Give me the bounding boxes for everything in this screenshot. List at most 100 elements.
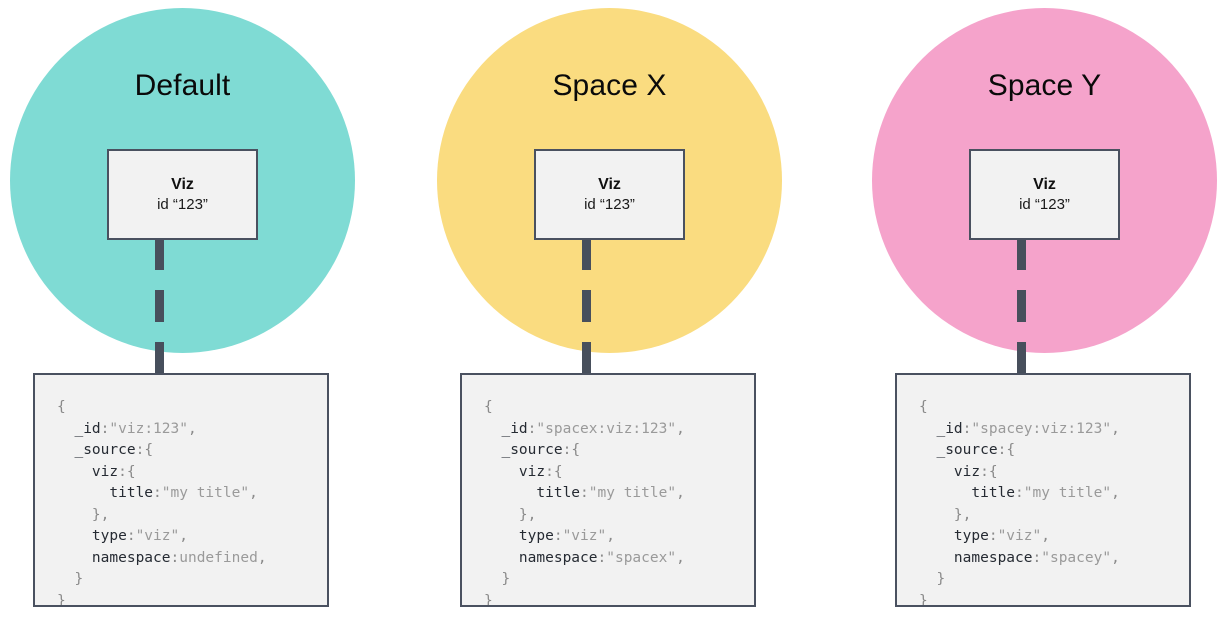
code-token: "my title" bbox=[161, 485, 250, 501]
code-token: title bbox=[109, 485, 154, 501]
code-token: : bbox=[597, 549, 607, 566]
code-token: type bbox=[91, 528, 127, 544]
code-token: , bbox=[606, 528, 615, 544]
viz-node-title: Viz bbox=[1033, 176, 1056, 193]
code-token: undefined bbox=[179, 549, 258, 566]
diagram-column-default: Default Viz id “123” { _id:"viz:123", _s… bbox=[0, 0, 387, 622]
dashed-connector-spacey bbox=[1017, 238, 1026, 378]
code-token: _source bbox=[501, 442, 563, 458]
code-token: viz bbox=[91, 463, 119, 480]
code-token: : bbox=[545, 463, 554, 480]
code-token: , bbox=[1111, 485, 1120, 501]
code-token: "my title" bbox=[588, 485, 677, 501]
code-token: "viz" bbox=[562, 528, 607, 544]
diagram-column-spacex: Space X Viz id “123” { _id:"spacex:viz:1… bbox=[404, 0, 814, 622]
code-line: namespace:"spacex", bbox=[484, 548, 754, 570]
diagram-column-spacey: Space Y Viz id “123” { _id:"spacey:viz:1… bbox=[839, 0, 1228, 622]
code-line: _id:"spacex:viz:123", bbox=[484, 419, 754, 441]
code-token: , bbox=[1111, 549, 1120, 566]
code-token: : bbox=[100, 420, 110, 437]
code-token: , bbox=[676, 420, 685, 437]
code-line: } bbox=[57, 569, 327, 591]
code-token: { bbox=[988, 463, 998, 480]
code-token: "spacey" bbox=[1041, 549, 1112, 566]
code-token: } bbox=[919, 592, 928, 607]
code-token: namespace bbox=[91, 549, 171, 566]
code-token: , bbox=[962, 506, 972, 523]
code-token: "spacex:viz:123" bbox=[536, 420, 677, 437]
code-token: { bbox=[1006, 442, 1016, 458]
code-token: : bbox=[980, 463, 989, 480]
code-token: : bbox=[997, 442, 1007, 458]
code-token: : bbox=[962, 420, 972, 437]
space-label-spacey: Space Y bbox=[987, 69, 1102, 102]
code-line: viz:{ bbox=[57, 462, 327, 484]
code-token: _id bbox=[936, 420, 963, 437]
code-line: title:"my title", bbox=[484, 483, 754, 505]
code-token: : bbox=[988, 528, 998, 544]
code-token: , bbox=[1041, 528, 1050, 544]
viz-node-spacey[interactable]: Viz id “123” bbox=[969, 149, 1120, 240]
code-token: "viz:123" bbox=[109, 420, 188, 437]
code-token: : bbox=[153, 485, 162, 501]
code-token: title bbox=[536, 485, 581, 501]
dashed-connector-spacex bbox=[582, 238, 591, 378]
code-line: viz:{ bbox=[919, 462, 1189, 484]
document-json-spacex: { _id:"spacex:viz:123", _source:{ viz:{ … bbox=[460, 373, 756, 607]
code-token: _id bbox=[501, 420, 528, 437]
code-token: , bbox=[179, 528, 188, 544]
code-token: , bbox=[100, 506, 110, 523]
code-token: , bbox=[527, 506, 537, 523]
code-line: }, bbox=[919, 505, 1189, 527]
code-token: type bbox=[953, 528, 989, 544]
code-token: type bbox=[518, 528, 554, 544]
code-token: _id bbox=[74, 420, 101, 437]
code-line: { bbox=[919, 397, 1189, 419]
code-line: title:"my title", bbox=[57, 483, 327, 505]
viz-node-title: Viz bbox=[171, 176, 194, 193]
code-token: , bbox=[676, 549, 685, 566]
code-line: } bbox=[57, 591, 327, 607]
viz-node-id: id “123” bbox=[584, 196, 635, 213]
code-token: "viz" bbox=[135, 528, 180, 544]
viz-node-title: Viz bbox=[598, 176, 621, 193]
code-line: } bbox=[484, 591, 754, 607]
code-token: } bbox=[484, 592, 493, 607]
code-token: } bbox=[518, 506, 528, 523]
viz-node-default[interactable]: Viz id “123” bbox=[107, 149, 258, 240]
viz-node-spacex[interactable]: Viz id “123” bbox=[534, 149, 685, 240]
code-line: namespace:undefined, bbox=[57, 548, 327, 570]
code-token: } bbox=[74, 571, 84, 587]
code-line: _source:{ bbox=[919, 440, 1189, 462]
code-token: : bbox=[553, 528, 563, 544]
code-line: { bbox=[57, 397, 327, 419]
code-line: viz:{ bbox=[484, 462, 754, 484]
code-line: _id:"viz:123", bbox=[57, 419, 327, 441]
code-token: : bbox=[580, 485, 589, 501]
code-line: } bbox=[919, 569, 1189, 591]
code-line: namespace:"spacey", bbox=[919, 548, 1189, 570]
code-token: { bbox=[126, 463, 136, 480]
code-token: "viz" bbox=[997, 528, 1042, 544]
code-token: namespace bbox=[518, 549, 598, 566]
code-token: } bbox=[57, 592, 66, 607]
code-token: { bbox=[484, 399, 493, 415]
code-token: : bbox=[527, 420, 537, 437]
code-token: : bbox=[170, 549, 180, 566]
space-label-default: Default bbox=[134, 69, 231, 102]
code-token: "my title" bbox=[1023, 485, 1112, 501]
code-line: } bbox=[919, 591, 1189, 607]
code-token: _source bbox=[74, 442, 136, 458]
code-token: : bbox=[562, 442, 572, 458]
code-token: , bbox=[249, 485, 258, 501]
code-line: type:"viz", bbox=[484, 526, 754, 548]
document-json-spacey: { _id:"spacey:viz:123", _source:{ viz:{ … bbox=[895, 373, 1191, 607]
code-token: : bbox=[1015, 485, 1024, 501]
code-token: } bbox=[91, 506, 101, 523]
code-line: title:"my title", bbox=[919, 483, 1189, 505]
dashed-connector-default bbox=[155, 238, 164, 378]
viz-node-id: id “123” bbox=[1019, 196, 1070, 213]
code-token: viz bbox=[518, 463, 546, 480]
code-line: } bbox=[484, 569, 754, 591]
